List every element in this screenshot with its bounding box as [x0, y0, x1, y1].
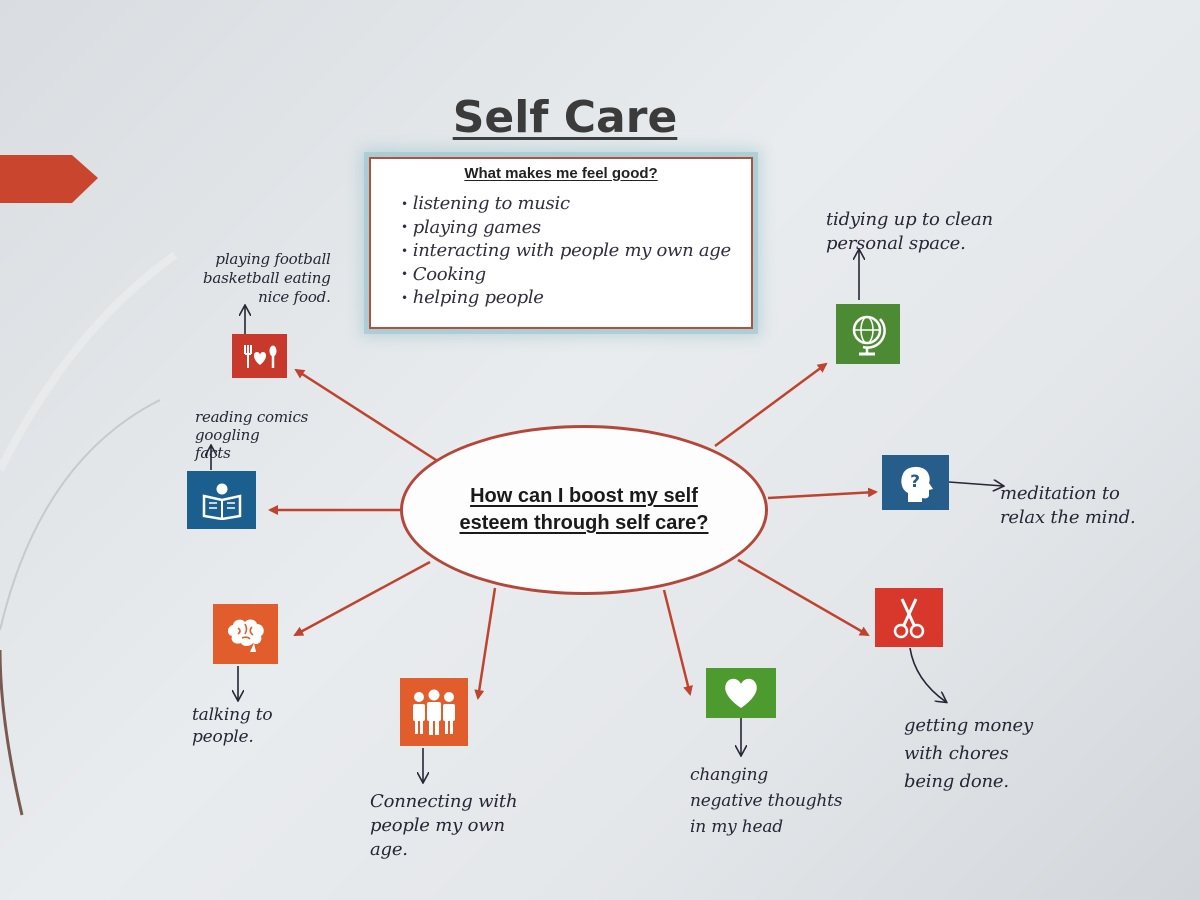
- feel-good-box: What makes me feel good? listening to mu…: [369, 157, 753, 329]
- central-question-text: How can I boost my self esteem through s…: [459, 485, 709, 534]
- arrow-to-heart: [662, 589, 693, 696]
- scissors-icon: [875, 588, 943, 647]
- page-title: Self Care: [452, 92, 678, 143]
- feel-good-item: listening to music: [401, 192, 751, 216]
- svg-text:?: ?: [910, 472, 920, 492]
- note-head: meditation to relax the mind.: [1000, 483, 1136, 528]
- head-question-icon: ?: [882, 455, 949, 510]
- heart-icon: [706, 668, 776, 718]
- ink-arrow-head: [948, 482, 1003, 486]
- decorative-curve-lower: [0, 649, 24, 816]
- arrow-to-people: [474, 587, 497, 700]
- note-people: Connecting with people my own age.: [370, 791, 518, 860]
- fork-heart-spoon-icon: [232, 334, 287, 378]
- feel-good-list: listening to music playing games interac…: [401, 192, 751, 310]
- arrow-to-food: [294, 368, 437, 462]
- feel-good-item: Cooking: [401, 263, 751, 287]
- arrow-to-scissors: [737, 558, 870, 637]
- note-food: playing football basketball eating nice …: [203, 250, 331, 306]
- note-heart: changing negative thoughts in my head: [690, 765, 843, 837]
- feel-good-heading: What makes me feel good?: [464, 165, 658, 182]
- globe-icon: [836, 304, 900, 364]
- decorative-curve-outer: [0, 251, 178, 472]
- ink-arrow-scissors: [909, 647, 946, 702]
- feel-good-item: helping people: [401, 286, 751, 310]
- note-scissors: getting money with chores being done.: [904, 715, 1033, 792]
- note-reading: reading comics googling facts: [195, 408, 309, 462]
- decorative-curve-inner: [0, 399, 161, 631]
- central-question-oval: How can I boost my self esteem through s…: [400, 425, 768, 595]
- note-globe: tidying up to clean personal space.: [826, 209, 993, 254]
- orange-banner-arrow: [0, 155, 98, 203]
- arrow-to-brain: [293, 560, 431, 637]
- brain-icon: [213, 604, 278, 664]
- group-people-icon: [400, 678, 468, 746]
- feel-good-item: interacting with people my own age: [401, 239, 751, 263]
- reading-person-icon: [187, 471, 256, 529]
- note-brain: talking to people.: [192, 705, 273, 747]
- feel-good-item: playing games: [401, 216, 751, 240]
- arrow-to-globe: [714, 362, 828, 448]
- arrow-to-head: [767, 487, 878, 500]
